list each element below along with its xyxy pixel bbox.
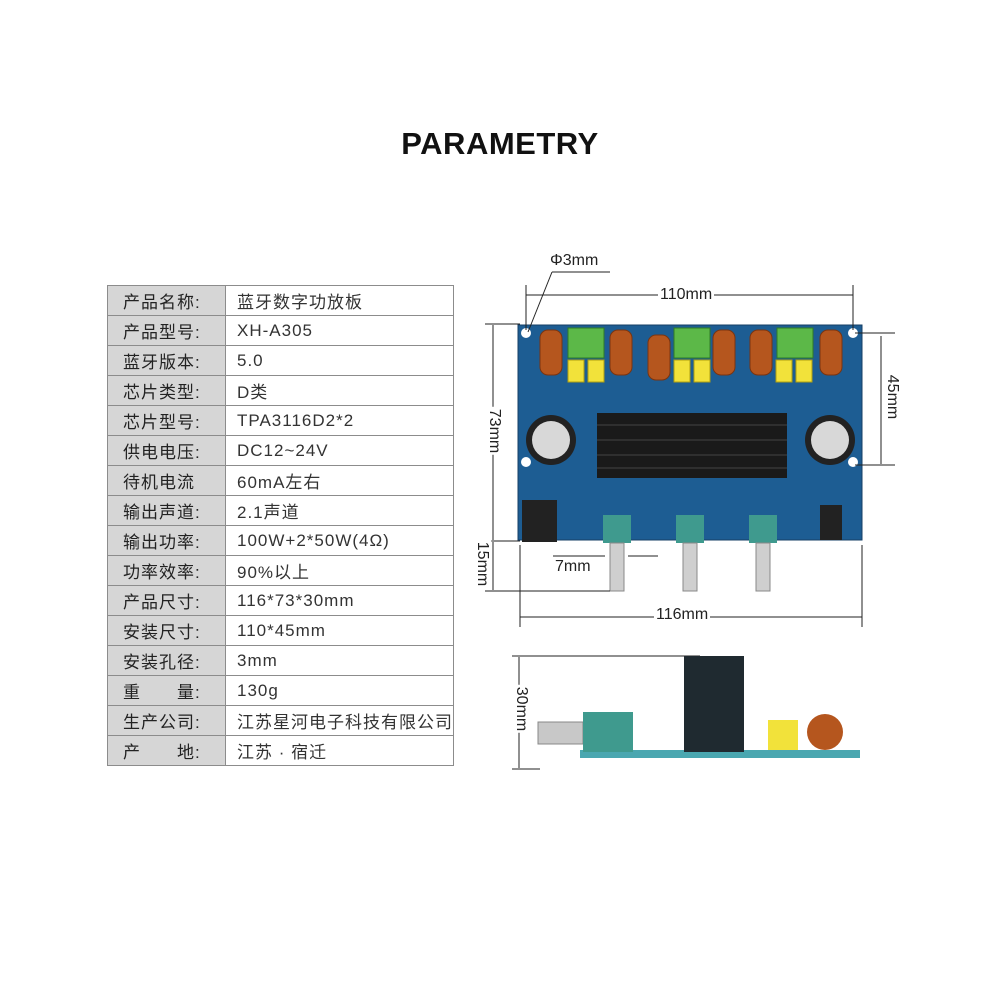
spec-label: 生产公司: [107, 705, 226, 736]
audio-jack [820, 505, 842, 540]
potentiometers [603, 515, 777, 592]
spec-value: DC12~24V [225, 435, 454, 466]
hole-diameter-label: Φ3mm [548, 252, 601, 270]
spec-label: 待机电流 [107, 465, 226, 496]
spec-label: 芯片型号: [107, 405, 226, 436]
knob-length-label: 15mm [473, 539, 492, 589]
page-title: PARAMETRY [401, 126, 599, 161]
spec-row: 芯片型号:TPA3116D2*2 [107, 405, 454, 436]
spec-value: 60mA左右 [225, 465, 454, 496]
spec-value: 江苏星河电子科技有限公司 [225, 705, 454, 736]
spec-label: 蓝牙版本: [107, 345, 226, 376]
spec-value: 蓝牙数字功放板 [225, 285, 454, 316]
spec-row: 产品型号:XH-A305 [107, 315, 454, 346]
spec-row: 产 地:江苏 · 宿迁 [107, 735, 454, 766]
spec-row: 安装孔径:3mm [107, 645, 454, 676]
film-capacitors [567, 359, 813, 383]
spec-row: 输出声道:2.1声道 [107, 495, 454, 526]
spec-label: 产品尺寸: [107, 585, 226, 616]
spec-row: 重 量:130g [107, 675, 454, 706]
spec-label: 芯片类型: [107, 375, 226, 406]
spec-label: 输出功率: [107, 525, 226, 556]
board-width-label: 116mm [654, 606, 711, 624]
spec-value: 5.0 [225, 345, 454, 376]
mount-width-label: 110mm [658, 286, 715, 304]
spec-label: 供电电压: [107, 435, 226, 466]
spec-value: 100W+2*50W(4Ω) [225, 525, 454, 556]
spec-row: 生产公司:江苏星河电子科技有限公司 [107, 705, 454, 736]
spec-row: 蓝牙版本:5.0 [107, 345, 454, 376]
spec-label: 产 地: [107, 735, 226, 766]
spec-label: 产品名称: [107, 285, 226, 316]
spec-row: 输出功率:100W+2*50W(4Ω) [107, 525, 454, 556]
knob-diameter-label: 7mm [553, 558, 593, 576]
inductor-coils [539, 329, 843, 381]
spec-value: 110*45mm [225, 615, 454, 646]
spec-label: 安装孔径: [107, 645, 226, 676]
spec-value: TPA3116D2*2 [225, 405, 454, 436]
spec-value: D类 [225, 375, 454, 406]
side-height-label: 30mm [512, 684, 531, 734]
spec-value: XH-A305 [225, 315, 454, 346]
spec-value: 3mm [225, 645, 454, 676]
spec-value: 江苏 · 宿迁 [225, 735, 454, 766]
board-height-label: 73mm [485, 406, 504, 456]
spec-row: 芯片类型:D类 [107, 375, 454, 406]
spec-row: 产品名称:蓝牙数字功放板 [107, 285, 454, 316]
side-view [537, 656, 860, 758]
mount-height-label: 45mm [883, 372, 902, 422]
spec-label: 产品型号: [107, 315, 226, 346]
heatsink [597, 413, 787, 478]
power-jack [522, 500, 557, 542]
speaker-terminals [567, 327, 814, 359]
spec-label: 功率效率: [107, 555, 226, 586]
spec-row: 供电电压:DC12~24V [107, 435, 454, 466]
